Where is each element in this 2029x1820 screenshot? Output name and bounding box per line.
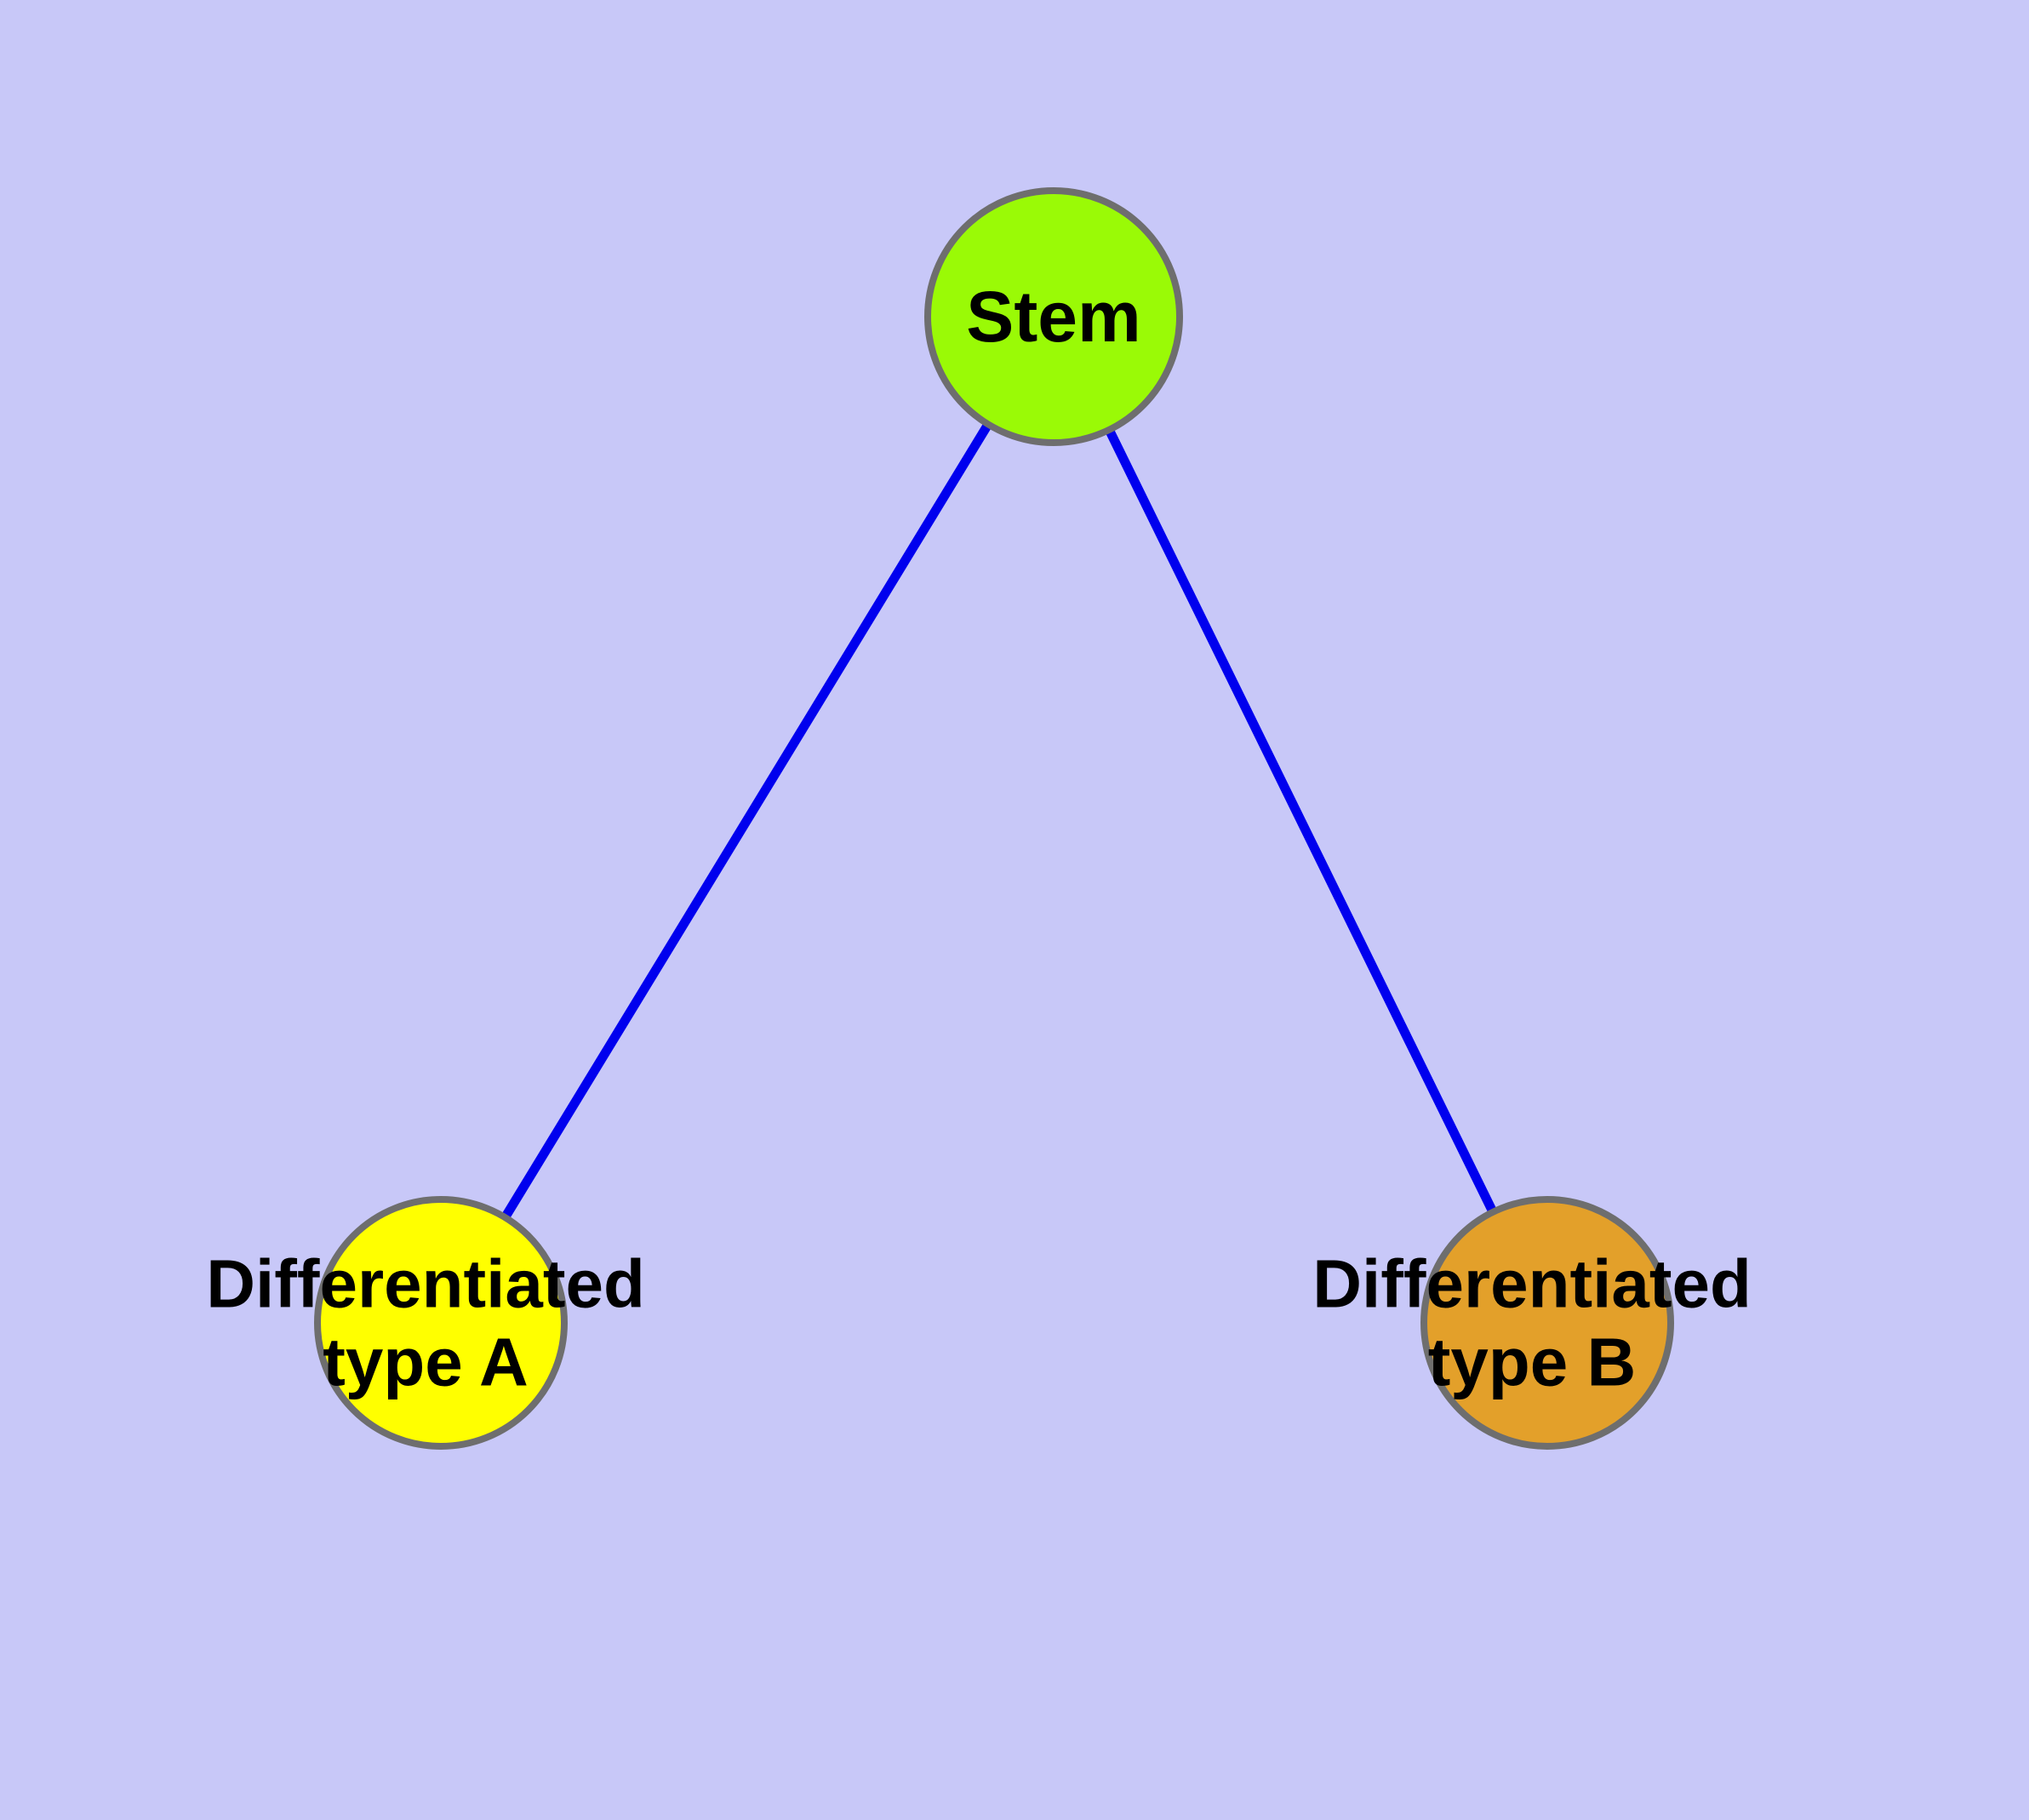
node-label-stem: Stem <box>966 277 1140 357</box>
node-stem[interactable] <box>924 187 1183 446</box>
edge-stem-to-differentiated-type-b[interactable] <box>1049 314 1552 1325</box>
edge-stem-to-differentiated-type-a[interactable] <box>437 314 1058 1325</box>
node-differentiated-type-a[interactable] <box>314 1196 568 1450</box>
node-label-line: Stem <box>966 277 1140 357</box>
node-label-line: Differentiated <box>1312 1246 1752 1322</box>
node-label-line: Differentiated <box>206 1246 645 1322</box>
node-label-line: type A <box>323 1325 529 1400</box>
node-differentiated-type-b[interactable] <box>1420 1196 1674 1450</box>
node-label-line: type B <box>1428 1325 1637 1400</box>
nodes-layer <box>314 187 1674 1450</box>
edges-layer <box>437 314 1552 1325</box>
